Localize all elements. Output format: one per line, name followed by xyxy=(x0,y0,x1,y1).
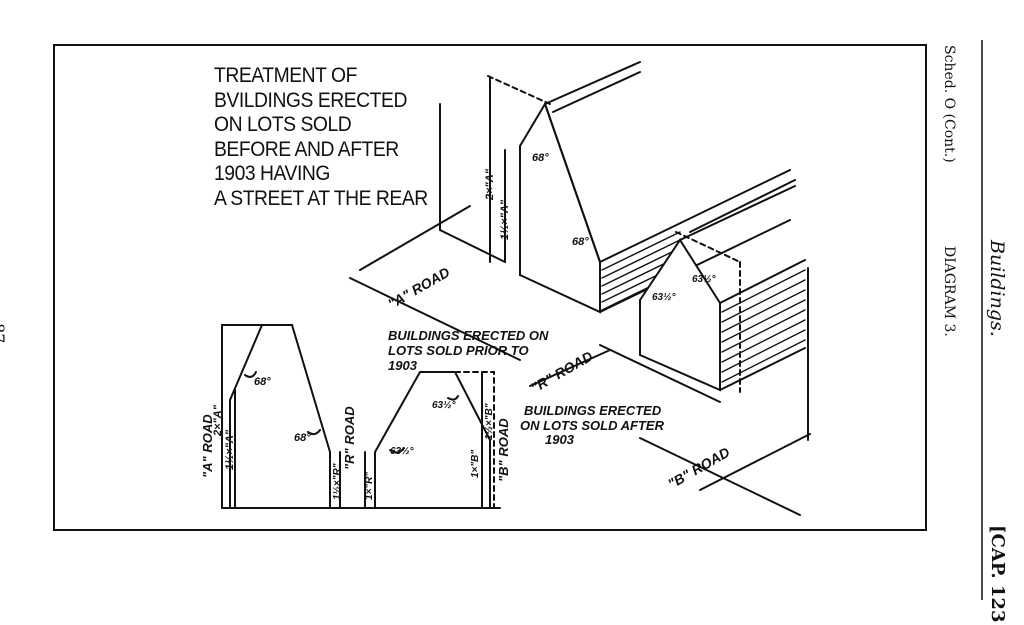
iso-a-road-line xyxy=(349,103,521,361)
iso-dim-line xyxy=(489,77,809,441)
iso-building-front-roof xyxy=(544,61,641,113)
iso-building-rear-side xyxy=(719,259,806,391)
elev-building-b xyxy=(374,371,491,509)
iso-front-hatching xyxy=(601,231,681,311)
iso-leader-a xyxy=(359,205,471,271)
diagram-frame xyxy=(53,44,927,531)
iso-b-road-line xyxy=(639,433,811,516)
iso-rear-hatching xyxy=(721,269,806,383)
title-line-5: 1903 HAVING xyxy=(214,162,330,185)
iso-r-road-line xyxy=(599,344,721,403)
elev-b-angle-arcs xyxy=(389,395,459,454)
title-line-1: TREATMENT OF xyxy=(214,64,357,87)
elev-a-angle-arcs xyxy=(244,371,321,436)
after-label-line-1: BUILDINGS ERECTED xyxy=(524,403,662,418)
elev-angle-68-top-label: 68° xyxy=(254,376,271,388)
title-line-2: BVILDINGS ERECTED xyxy=(214,88,407,112)
diagram-title: TREATMENT OF BVILDINGS ERECTED ON LOTS S… xyxy=(214,64,428,211)
prior-label-line-3: 1903 xyxy=(388,358,417,373)
iso-angle-68-lower-label: 68° xyxy=(572,236,589,248)
after-label-line-3: 1903 xyxy=(545,432,574,447)
prior-label-line-2: LOTS SOLD PRIOR TO xyxy=(388,343,529,358)
iso-angle-63-rear-label: 63½° xyxy=(692,274,716,285)
iso-angle-68-label: 68° xyxy=(532,152,549,164)
elev-a-dim-line xyxy=(221,324,236,509)
after-label-line-2: ON LOTS SOLD AFTER xyxy=(520,418,664,433)
iso-angle-63-front-label: 63½° xyxy=(652,292,676,303)
elev-r-dim-line xyxy=(339,451,366,509)
iso-building-rear-roof xyxy=(679,179,796,241)
iso-leader-r xyxy=(529,349,611,387)
title-line-3: ON LOTS SOLD xyxy=(214,113,352,136)
elev-building-a-extent xyxy=(221,324,331,509)
iso-dashed-lines xyxy=(487,75,741,393)
elev-angle-63-lower-label: 63½° xyxy=(390,446,414,457)
prior-label-line-1: BUILDINGS ERECTED ON xyxy=(388,328,549,343)
title-line-4: BEFORE AND AFTER xyxy=(214,137,399,161)
elev-angle-63-top-label: 63½° xyxy=(432,400,456,411)
elev-b-dashed xyxy=(454,371,495,509)
iso-building-front-roof-slope xyxy=(544,103,601,263)
elev-angle-68-lower-label: 68° xyxy=(294,432,311,444)
iso-building-front xyxy=(519,101,601,314)
iso-building-rear xyxy=(639,238,721,392)
title-line-6: A STREET AT THE REAR xyxy=(214,186,428,210)
